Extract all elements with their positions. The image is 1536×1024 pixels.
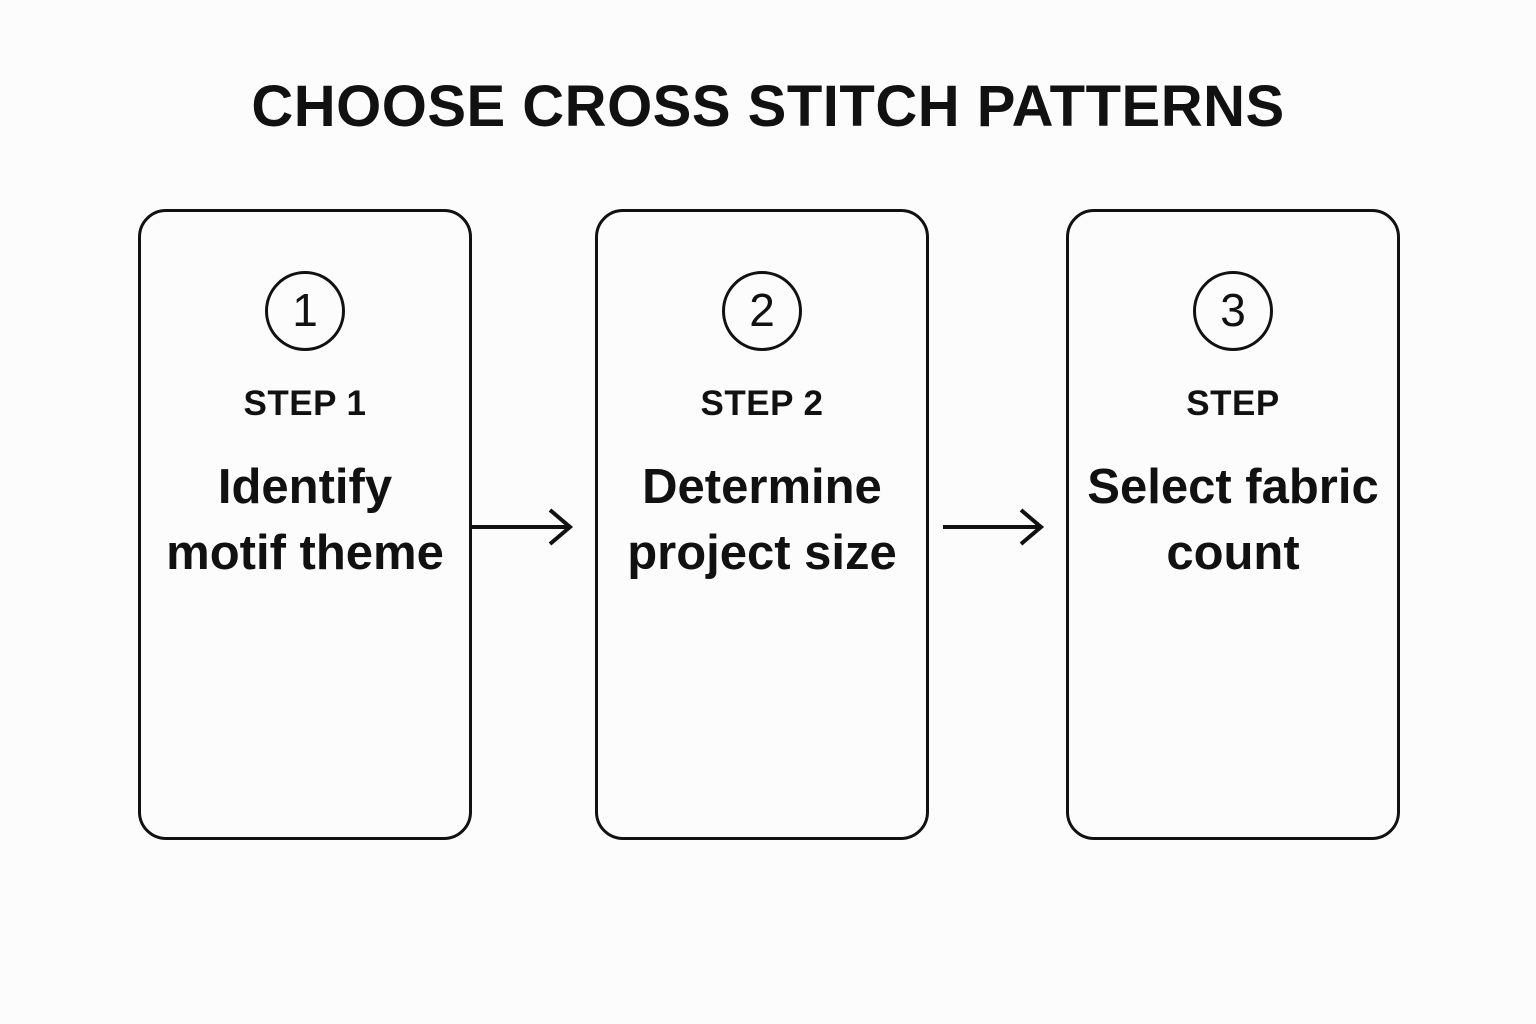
step-card-2-content: 2 STEP 2 Determine project size	[598, 212, 926, 586]
process-flow: 1 STEP 1 Identify motif theme 2 STEP 2 D…	[138, 209, 1400, 840]
step-card-1: 1 STEP 1 Identify motif theme	[138, 209, 472, 840]
step-card-3: 3 STEP Select fabric count	[1066, 209, 1400, 840]
step-number-badge-3: 3	[1193, 271, 1273, 351]
step-card-3-content: 3 STEP Select fabric count	[1069, 212, 1397, 586]
step-body-3: Select fabric count	[1087, 460, 1379, 580]
arrow-right-icon	[943, 506, 1047, 548]
step-label-3: STEP	[1186, 384, 1280, 423]
step-body-2: Determine project size	[627, 460, 897, 580]
step-number-1: 1	[292, 284, 318, 336]
step-number-3: 3	[1220, 284, 1246, 336]
page-title: CHOOSE CROSS STITCH PATTERNS	[251, 74, 1285, 139]
step-body-1: Identify motif theme	[166, 460, 444, 580]
step-number-badge-2: 2	[722, 271, 802, 351]
step-label-1: STEP 1	[243, 384, 367, 423]
step-card-2: 2 STEP 2 Determine project size	[595, 209, 929, 840]
arrow-right-icon	[472, 506, 576, 548]
step-number-2: 2	[749, 284, 775, 336]
step-number-badge-1: 1	[265, 271, 345, 351]
step-label-2: STEP 2	[700, 384, 824, 423]
step-card-1-content: 1 STEP 1 Identify motif theme	[141, 212, 469, 586]
